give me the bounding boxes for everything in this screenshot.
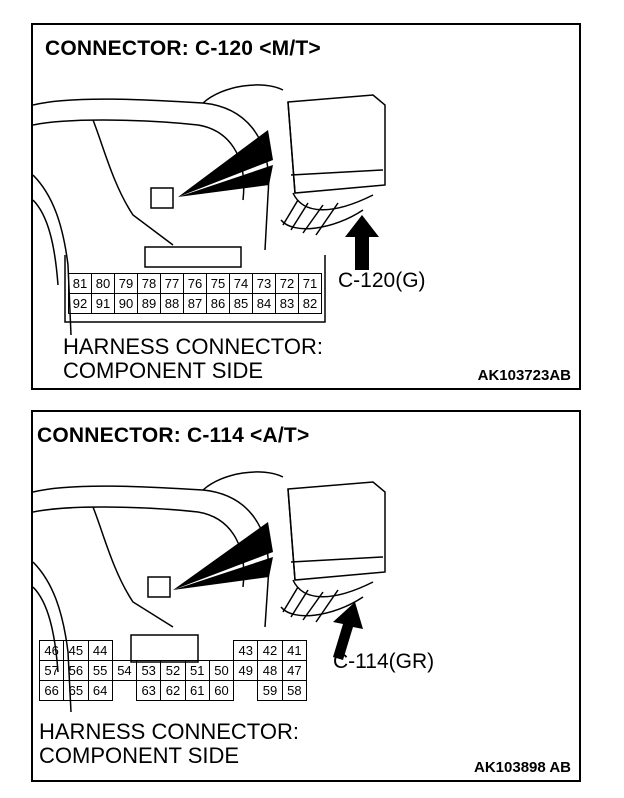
pin-cell: 52 <box>160 660 186 681</box>
pin-row: 57 56 55 54 53 52 51 50 49 48 47 <box>38 660 308 681</box>
connector-panel-c120: CONNECTOR: C-120 <M/T> <box>31 23 581 390</box>
pin-cell: 61 <box>184 680 210 701</box>
pin-cell: 72 <box>275 273 299 294</box>
panel-title: CONNECTOR: C-114 <A/T> <box>37 424 310 447</box>
pin-cell: 81 <box>68 273 92 294</box>
pin-cell: 44 <box>87 640 113 661</box>
pin-cell: 45 <box>63 640 89 661</box>
pin-cell: 41 <box>281 640 308 661</box>
pin-cell: 53 <box>136 660 162 681</box>
pin-cell: 77 <box>160 273 184 294</box>
pin-cell: 85 <box>229 293 253 314</box>
pin-cell: 51 <box>184 660 210 681</box>
pin-cell: 48 <box>257 660 283 681</box>
pin-cell: 62 <box>160 680 186 701</box>
harness-label: HARNESS CONNECTOR: COMPONENT SIDE <box>39 720 299 768</box>
harness-line: COMPONENT SIDE <box>63 358 264 383</box>
pin-cell: 42 <box>257 640 283 661</box>
pin-cell: 73 <box>252 273 276 294</box>
pin-cell: 86 <box>206 293 230 314</box>
pin-cell: 75 <box>206 273 230 294</box>
pin-grid: 81 80 79 78 77 76 75 74 73 72 71 92 91 9… <box>68 273 322 314</box>
pin-cell: 49 <box>233 660 259 681</box>
pin-cell: 79 <box>114 273 138 294</box>
pin-cell: 47 <box>281 660 308 681</box>
pin-cell: 89 <box>137 293 161 314</box>
pin-cell: 83 <box>275 293 299 314</box>
pin-cell: 65 <box>63 680 89 701</box>
pin-cell: 60 <box>208 680 235 701</box>
pin-cell: 46 <box>38 640 65 661</box>
pin-cell: 64 <box>87 680 113 701</box>
pin-cell: 55 <box>87 660 113 681</box>
pin-cell: 87 <box>183 293 207 314</box>
harness-line: HARNESS CONNECTOR: <box>63 334 323 359</box>
pin-row: 66 65 64 63 62 61 60 59 58 <box>38 680 308 701</box>
pin-cell: 84 <box>252 293 276 314</box>
pin-cell: 59 <box>257 680 283 701</box>
pin-cell: 80 <box>91 273 115 294</box>
pin-cell: 76 <box>183 273 207 294</box>
harness-line: COMPONENT SIDE <box>39 743 240 768</box>
pin-grid: 46 45 44 43 42 41 57 56 55 54 53 52 51 5… <box>38 640 308 701</box>
harness-line: HARNESS CONNECTOR: <box>39 719 299 744</box>
dashboard-illustration <box>33 84 386 336</box>
pin-cell: 78 <box>137 273 161 294</box>
pin-cell: 54 <box>111 660 138 681</box>
pin-row: 92 91 90 89 88 87 86 85 84 83 82 <box>68 293 322 314</box>
pin-cell: 74 <box>229 273 253 294</box>
pin-row: 81 80 79 78 77 76 75 74 73 72 71 <box>68 273 322 294</box>
pin-cell: 92 <box>68 293 92 314</box>
dashboard-illustration <box>33 471 386 713</box>
harness-label: HARNESS CONNECTOR: COMPONENT SIDE <box>63 335 323 383</box>
pin-cell: 90 <box>114 293 138 314</box>
figure-code: AK103898 AB <box>474 759 571 776</box>
pin-cell: 66 <box>38 680 65 701</box>
pin-cell: 43 <box>233 640 259 661</box>
pin-cell: 82 <box>298 293 322 314</box>
pin-cell: 88 <box>160 293 184 314</box>
figure-code: AK103723AB <box>477 367 571 384</box>
pin-cell: 58 <box>281 680 308 701</box>
pin-row: 46 45 44 43 42 41 <box>38 640 308 661</box>
connector-label: C-114(GR) <box>333 650 435 673</box>
panel-title: CONNECTOR: C-120 <M/T> <box>45 37 321 60</box>
pin-cell: 71 <box>298 273 322 294</box>
connector-panel-c114: CONNECTOR: C-114 <A/T> 46 45 44 <box>31 410 581 782</box>
pin-cell: 56 <box>63 660 89 681</box>
connector-label: C-120(G) <box>338 269 426 292</box>
pin-cell: 50 <box>208 660 235 681</box>
pin-cell: 91 <box>91 293 115 314</box>
pin-cell: 63 <box>136 680 162 701</box>
pin-cell: 57 <box>38 660 65 681</box>
